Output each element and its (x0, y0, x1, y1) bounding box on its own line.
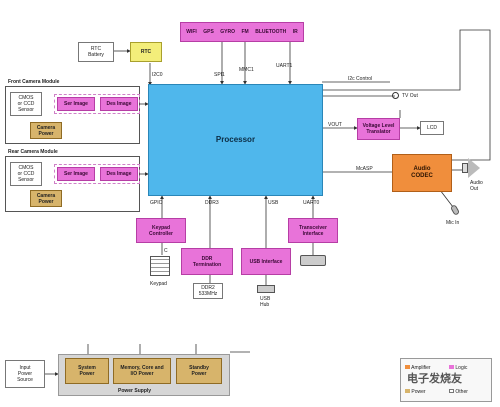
audio-out-label: Audio Out (470, 180, 483, 192)
legend-power: Power (405, 389, 426, 395)
rtc-battery-box: RTC Battery (78, 42, 114, 62)
vout-label: VOUT (328, 122, 342, 128)
bus-i2c0: I2C0 (152, 72, 163, 78)
keypad-icon (150, 256, 170, 276)
wireless-wifi: WIFI (186, 29, 197, 35)
wireless-fm: FM (241, 29, 249, 35)
rear-ser-image: Ser Image (57, 167, 95, 181)
lcd-box: LCD (420, 121, 444, 135)
wireless-ir: IR (292, 29, 298, 35)
memory-core-io-power-box: Memory, Core and I/O Power (113, 358, 171, 384)
front-camera-sensor: CMOS or CCD Sensor (10, 92, 42, 116)
rear-camera-power: Camera Power (30, 190, 62, 207)
standby-power-box: Standby Power (176, 358, 222, 384)
rear-camera-serdes-group (54, 164, 140, 184)
system-power-box: System Power (65, 358, 109, 384)
input-power-source-box: Input Power Source (5, 360, 45, 388)
rear-des-image: Des Image (100, 167, 138, 181)
rtc-box: RTC (130, 42, 162, 62)
usb-hub-icon (257, 285, 275, 293)
wireless-strip: WIFI GPS GYRO FM BLUETOOTH IR (180, 22, 304, 42)
voltage-translator-box: Voltage Level Translator (357, 118, 400, 140)
ddr2-memory-box: DDR2 533MHz (193, 283, 223, 299)
speaker-cone-icon (468, 158, 480, 178)
front-des-image: Des Image (100, 97, 138, 111)
keypad-label: Keypad (150, 281, 167, 287)
mcasp-label: McASP (356, 166, 373, 172)
bus-uart1: UART1 (276, 63, 293, 69)
wireless-gps: GPS (203, 29, 214, 35)
tv-out-connector (392, 92, 399, 99)
transceiver-interface-box: Transceiver Interface (288, 218, 338, 243)
bus-gpio: GPIO (150, 200, 163, 206)
speaker-icon (462, 163, 468, 173)
front-camera-title: Front Camera Module (8, 79, 60, 85)
usb-hub-label: USB Hub (260, 296, 271, 308)
bus-usb: USB (268, 200, 279, 206)
bus-mmc1: MMC1 (239, 67, 254, 73)
power-supply-title: Power Supply (118, 388, 152, 394)
legend-amplifier: Amplifier (405, 365, 431, 371)
audio-codec-box: Audio CODEC (392, 154, 452, 192)
wireless-gyro: GYRO (220, 29, 236, 35)
ddr-termination-box: DDR Termination (181, 248, 233, 275)
front-camera-power: Camera Power (30, 122, 62, 139)
bus-ddr3: DDR3 (205, 200, 219, 206)
i2c-control-label: I2c Control (348, 76, 373, 82)
wireless-bluetooth: BLUETOOTH (255, 29, 287, 35)
processor-label: Processor (215, 135, 256, 144)
watermark-text: 电子发烧友 (407, 373, 462, 385)
front-camera-serdes-group (54, 94, 140, 114)
legend-other: Other (449, 389, 468, 395)
serial-port-icon (300, 255, 326, 266)
processor-block: Processor (148, 84, 323, 196)
bus-uart0: UART0 (303, 200, 320, 206)
tv-out-label: TV Out (402, 93, 418, 99)
legend: Amplifier Logic Power Other 电子发烧友 (400, 358, 492, 402)
legend-logic: Logic (449, 365, 467, 371)
front-ser-image: Ser Image (57, 97, 95, 111)
rear-camera-title: Rear Camera Module (8, 149, 58, 155)
keypad-c-label: C (164, 248, 168, 254)
mic-in-label: Mic In (446, 220, 460, 226)
bus-spi1: SPI1 (214, 72, 225, 78)
rear-camera-sensor: CMOS or CCD Sensor (10, 162, 42, 186)
usb-interface-box: USB Interface (241, 248, 291, 275)
keypad-controller-box: Keypad Controller (136, 218, 186, 243)
